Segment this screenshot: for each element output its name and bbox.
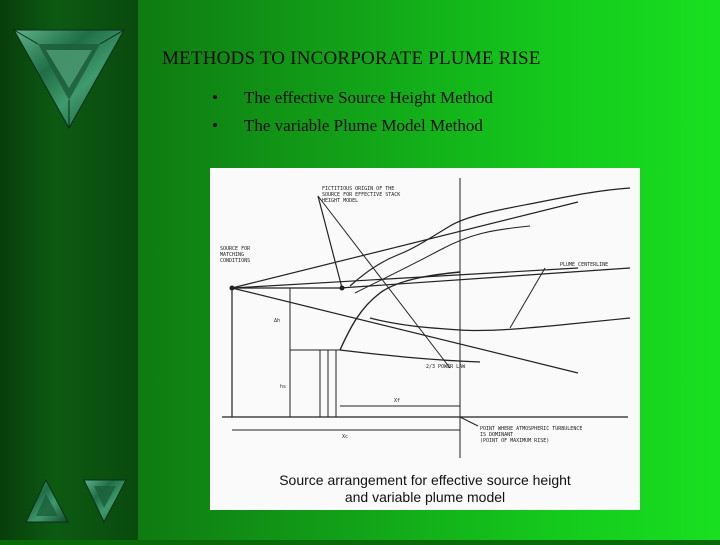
plume-diagram: FICTITIOUS ORIGIN OF THE SOURCE FOR EFFE… (220, 178, 631, 458)
source-matching-label-1: SOURCE FOR (220, 246, 251, 252)
power-law-curve (339, 271, 461, 351)
fictitious-origin-pointer (317, 195, 343, 289)
plume-lower-edge (369, 317, 631, 332)
bullet-marker: • (212, 88, 218, 107)
bullet-item-variable-plume: • The variable Plume Model Method (212, 116, 483, 136)
turbulence-pointer (459, 416, 479, 427)
triangle-logo-icon (13, 29, 125, 130)
slide-title: METHODS TO INCORPORATE PLUME RISE (162, 48, 541, 69)
power-law-label: 2/3 POWER LAW (426, 364, 466, 370)
centerline-pointer (509, 267, 546, 329)
sidebar-panel (0, 0, 138, 540)
delta-h-label: Δh (274, 318, 280, 324)
xc-label: Xc (342, 434, 348, 440)
fictitious-origin-label-1: FICTITIOUS ORIGIN OF THE (322, 186, 394, 192)
hs-box (289, 349, 321, 418)
bullet-marker: • (212, 116, 218, 135)
power-law-lower (339, 349, 481, 363)
caption-line-1: Source arrangement for effective source … (279, 472, 571, 488)
turbulence-label-2: IS DOMINANT (480, 432, 513, 438)
plume-inner-edge (354, 225, 531, 294)
source-point (229, 285, 235, 291)
upper-envelope-line (231, 201, 579, 289)
plume-diagram-figure: FICTITIOUS ORIGIN OF THE SOURCE FOR EFFE… (210, 168, 640, 510)
bullet-text: The variable Plume Model Method (244, 116, 483, 135)
fictitious-origin-label-2: SOURCE FOR EFFECTIVE STACK (322, 192, 400, 198)
source-matching-label-3: CONDITIONS (220, 258, 250, 264)
caption-line-2: and variable plume model (344, 489, 506, 505)
triangle-down-icon (83, 479, 127, 524)
bullet-item-effective-height: • The effective Source Height Method (212, 88, 493, 108)
xf-label: Xf (394, 398, 400, 404)
matching-point (339, 285, 345, 291)
source-matching-label-2: MATCHING (220, 252, 244, 258)
fictitious-origin-pointer-2 (317, 195, 451, 369)
turbulence-label-1: POINT WHERE ATMOSPHERIC TURBULENCE (480, 426, 582, 432)
sidebar-decoration (13, 29, 127, 524)
triangle-up-icon (25, 478, 69, 523)
figure-caption: Source arrangement for effective source … (210, 472, 640, 506)
centerline-straight (231, 267, 579, 289)
hs-label: hs (280, 384, 286, 390)
plume-centerline-label: PLUME CENTERLINE (560, 262, 608, 268)
plume-upper-edge (349, 187, 631, 287)
fictitious-origin-label-3: HEIGHT MODEL (322, 198, 358, 204)
turbulence-label-3: (POINT OF MAXIMUM RISE) (480, 438, 549, 444)
bullet-text: The effective Source Height Method (244, 88, 493, 107)
